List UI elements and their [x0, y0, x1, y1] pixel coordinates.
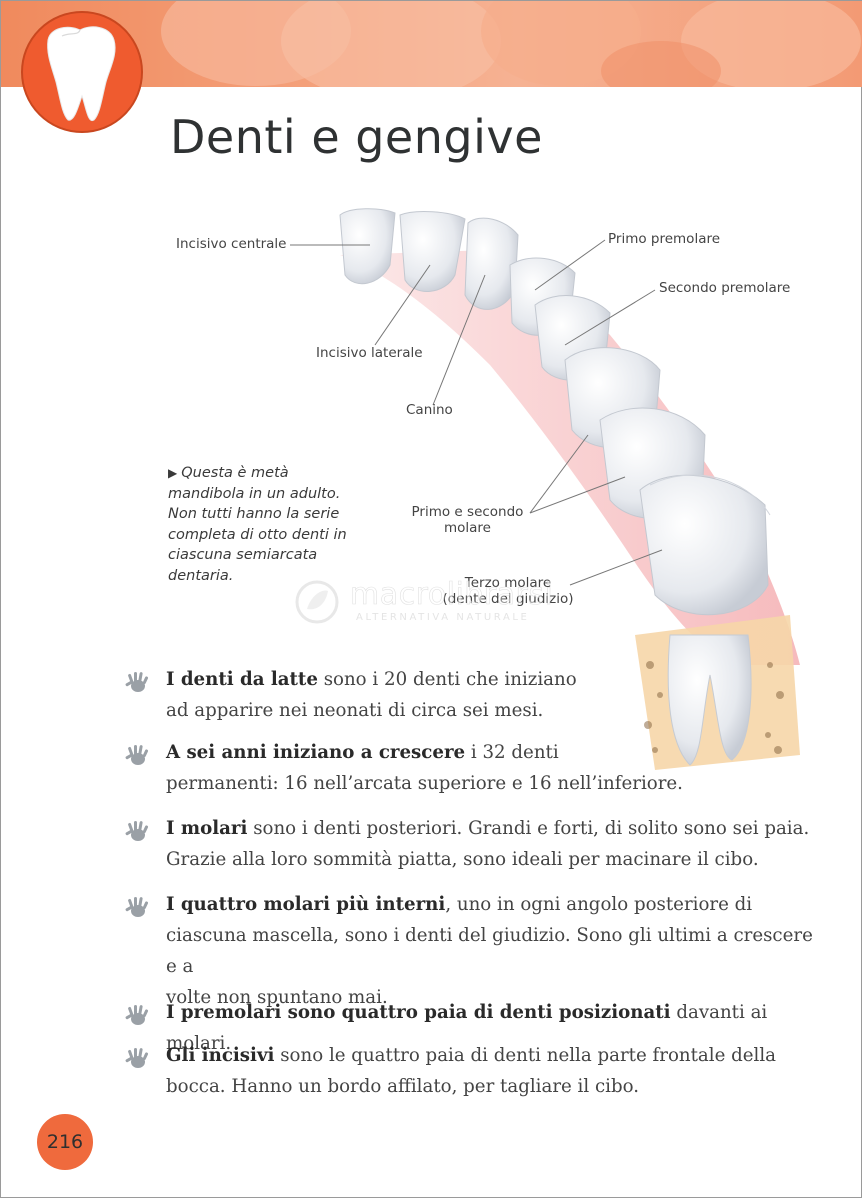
fact-bold: I molari: [166, 818, 248, 839]
hand-print-icon: [125, 821, 149, 841]
fact-bold: Gli incisivi: [166, 1045, 275, 1066]
label-primo-premolare: Primo premolare: [608, 231, 721, 247]
watermark-sub: ALTERNATIVA NATURALE: [356, 612, 530, 623]
fact-rest: sono i denti posteriori. Grandi e forti,…: [247, 818, 810, 839]
fact-bold: I quattro molari più interni: [166, 894, 446, 915]
molar-root: [667, 634, 752, 766]
watermark-leaf-icon: [295, 580, 339, 624]
hand-print-icon: [125, 745, 149, 765]
fact-rest: i 32 denti: [465, 742, 559, 763]
fact-rest: sono le quattro paia di denti nella part…: [274, 1045, 776, 1066]
fact-bold: A sei anni iniziano a crescere: [166, 742, 466, 763]
page-title: Denti e gengive: [170, 110, 543, 164]
fact-rest3: volte non spuntano mai.: [166, 987, 388, 1008]
label-molari-line1: Primo e secondo: [411, 504, 524, 520]
caption-marker-icon: ▶: [168, 466, 178, 480]
teeth: [339, 208, 771, 616]
label-terzo-line1: Terzo molare: [464, 575, 552, 591]
watermark: macrolibrarsi ALTERNATIVA NATURALE: [290, 577, 590, 627]
illustration-caption: ▶Questa è metà mandibola in un adulto. N…: [168, 463, 368, 586]
label-canino: Canino: [406, 402, 453, 418]
fact-rest2: Grazie alla loro sommità piatta, sono id…: [166, 849, 759, 870]
hand-print-icon: [125, 897, 149, 917]
page-number: 216: [37, 1114, 93, 1170]
fact-rest2: permanenti: 16 nell’arcata superiore e 1…: [166, 773, 683, 794]
label-terzo-molare: Terzo molare (dente del giudizio): [433, 575, 583, 607]
dental-arch-illustration: [290, 208, 800, 770]
label-incisivo-centrale: Incisivo centrale: [176, 236, 287, 252]
label-terzo-line2: (dente del giudizio): [442, 591, 574, 607]
fact-rest2: ciascuna mascella, sono i denti del giud…: [166, 925, 813, 977]
fact-text: Gli incisivi sono le quattro paia di den…: [166, 1040, 826, 1102]
header-band: [1, 1, 862, 87]
fact-bold: I premolari sono quattro paia di denti p…: [166, 1002, 671, 1023]
hand-print-icon: [125, 1005, 149, 1025]
caption-text: Questa è metà mandibola in un adulto. No…: [168, 465, 347, 584]
label-primo-secondo-molare: Primo e secondo molare: [410, 504, 525, 536]
fact-text: I denti da latte sono i 20 denti che ini…: [166, 664, 826, 726]
label-secondo-premolare: Secondo premolare: [659, 280, 791, 296]
hand-print-icon: [125, 1048, 149, 1068]
fact-text: A sei anni iniziano a crescere i 32 dent…: [166, 737, 826, 799]
fact-text: I molari sono i denti posteriori. Grandi…: [166, 813, 826, 875]
fact-rest2: bocca. Hanno un bordo affilato, per tagl…: [166, 1076, 640, 1097]
label-molari-line2: molare: [444, 520, 491, 536]
leader-lines: [290, 239, 663, 586]
fact-rest: davanti ai molari.: [166, 1002, 768, 1054]
fact-text: I premolari sono quattro paia di denti p…: [166, 997, 826, 1059]
fact-text: I quattro molari più interni, uno in ogn…: [166, 889, 826, 1013]
bone-pores: [644, 661, 784, 754]
tooth-badge-icon: [21, 11, 143, 133]
header-decoration: [161, 1, 861, 87]
fact-bold: I denti da latte: [166, 669, 318, 690]
fact-rest2: ad apparire nei neonati di circa sei mes…: [166, 700, 544, 721]
fact-rest: sono i 20 denti che iniziano: [317, 669, 577, 690]
label-incisivo-laterale: Incisivo laterale: [316, 345, 423, 361]
watermark-main: macrolibrarsi: [350, 577, 554, 613]
hand-print-icon: [125, 672, 149, 692]
fact-rest: , uno in ogni angolo posteriore di: [445, 894, 753, 915]
